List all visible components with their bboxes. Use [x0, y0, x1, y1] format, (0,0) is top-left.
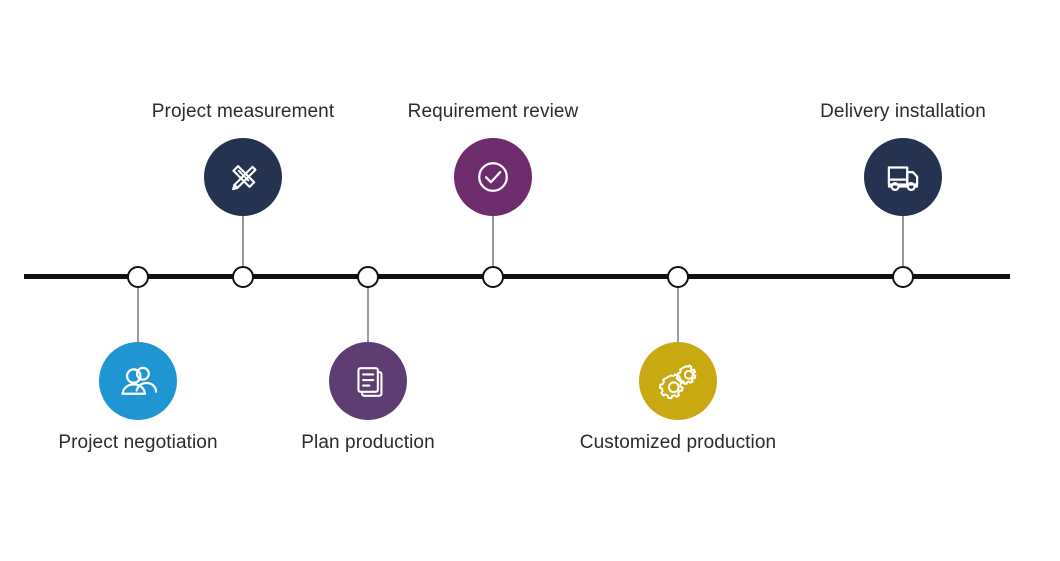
two-users-icon [117, 360, 159, 402]
step-icon-bubble-plan-production[interactable] [329, 342, 407, 420]
step-icon-bubble-project-negotiation[interactable] [99, 342, 177, 420]
connector-stem [492, 216, 494, 277]
timeline-node-requirement-review[interactable] [482, 266, 504, 288]
delivery-truck-icon [882, 156, 924, 198]
step-icon-bubble-customized-production[interactable] [639, 342, 717, 420]
pencil-ruler-icon [222, 156, 264, 198]
step-label-delivery-installation: Delivery installation [820, 101, 986, 122]
step-label-project-negotiation: Project negotiation [58, 432, 218, 453]
timeline-node-delivery-installation[interactable] [892, 266, 914, 288]
timeline-node-project-measurement[interactable] [232, 266, 254, 288]
step-icon-bubble-delivery-installation[interactable] [864, 138, 942, 216]
timeline-node-customized-production[interactable] [667, 266, 689, 288]
connector-stem [242, 216, 244, 277]
connector-stem [902, 216, 904, 277]
step-label-requirement-review: Requirement review [407, 101, 579, 122]
step-icon-bubble-requirement-review[interactable] [454, 138, 532, 216]
step-label-customized-production: Customized production [579, 432, 777, 453]
step-label-plan-production: Plan production [301, 432, 435, 453]
connector-stem [367, 277, 369, 342]
timeline-node-plan-production[interactable] [357, 266, 379, 288]
step-icon-bubble-project-measurement[interactable] [204, 138, 282, 216]
timeline-axis [24, 274, 1010, 279]
check-circle-icon [472, 156, 514, 198]
connector-stem [677, 277, 679, 342]
connector-stem [137, 277, 139, 342]
timeline-node-project-negotiation[interactable] [127, 266, 149, 288]
gears-icon [657, 360, 699, 402]
documents-icon [347, 360, 389, 402]
step-label-project-measurement: Project measurement [151, 101, 335, 122]
